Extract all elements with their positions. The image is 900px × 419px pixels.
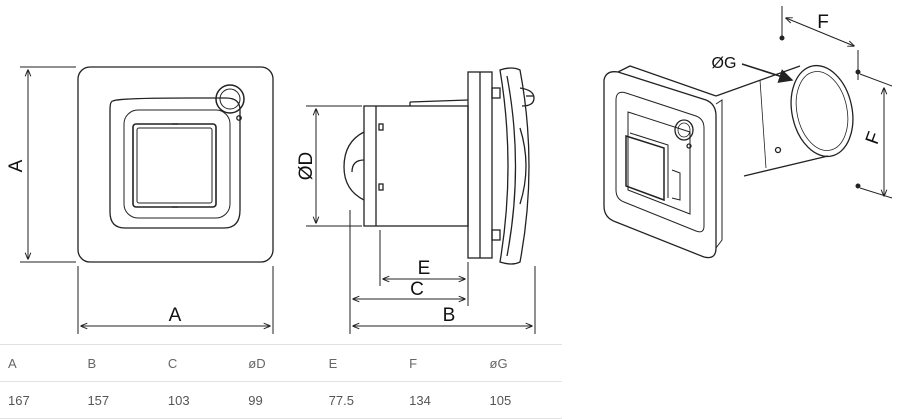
side-motor-dome (343, 131, 365, 201)
dimension-label-c: C (410, 279, 424, 300)
dimensions-table: A B C øD E F øG 167 157 103 99 77.5 134 … (0, 344, 562, 419)
dimension-label-a-vertical: A (6, 159, 27, 172)
front-indicator-light (215, 84, 245, 114)
iso-duct (715, 65, 829, 177)
iso-button (625, 134, 665, 202)
iso-front-plate (603, 71, 717, 259)
iso-duct-opening (790, 64, 854, 158)
table-cell-b: 157 (79, 381, 160, 419)
isometric-view (603, 64, 854, 259)
table-header-row: A B C øD E F øG (0, 344, 562, 382)
table-cell-d: 99 (240, 381, 321, 419)
table-row: 167 157 103 99 77.5 134 105 (0, 381, 562, 419)
table-cell-g: 105 (481, 381, 562, 419)
table-header-a: A (0, 344, 80, 382)
isometric-dimensions (741, 6, 893, 199)
table-cell-f: 134 (401, 381, 482, 419)
side-front-cover (499, 67, 530, 265)
dimension-label-a-horizontal: A (169, 305, 182, 326)
dimension-label-f-right: F (862, 129, 886, 147)
table-cell-e: 77.5 (320, 381, 402, 419)
front-dimensions (20, 66, 274, 334)
side-view (343, 67, 535, 265)
table-cell-c: 103 (159, 381, 241, 419)
table-header-f: F (401, 344, 482, 382)
iso-indicator-light (674, 119, 694, 141)
table-header-e: E (320, 344, 402, 382)
table-header-g: øG (481, 344, 562, 382)
table-header-d: øD (240, 344, 321, 382)
dimension-label-f-top: F (817, 12, 829, 33)
table-header-b: B (79, 344, 160, 382)
dimension-label-d: ØD (296, 152, 317, 181)
side-dimensions (306, 105, 536, 334)
dimension-label-e: E (418, 258, 431, 279)
technical-drawing: A A ØD E C B (6, 6, 893, 334)
dimension-label-g: ØG (712, 55, 737, 72)
table-header-c: C (159, 344, 241, 382)
table-cell-a: 167 (0, 381, 80, 419)
front-outer-plate (77, 66, 274, 263)
front-button-square (132, 123, 217, 208)
front-view (77, 66, 274, 263)
dimension-label-b: B (443, 305, 456, 326)
front-inner-frame (109, 97, 241, 229)
